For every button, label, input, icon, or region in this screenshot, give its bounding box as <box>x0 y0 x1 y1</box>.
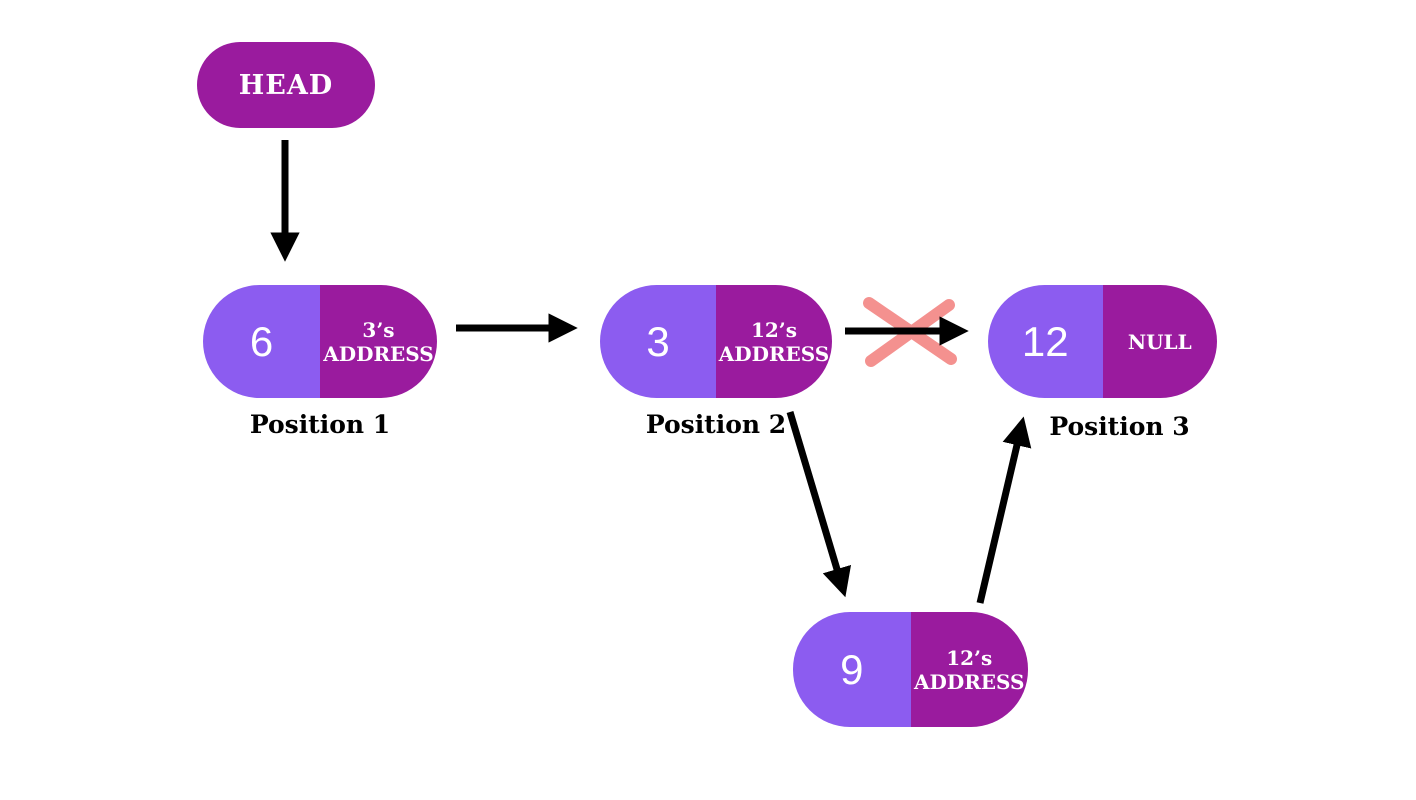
position-2-label: Position 2 <box>645 410 787 439</box>
node-1: 6 3’s ADDRESS <box>203 285 437 398</box>
new-node: 9 12’s ADDRESS <box>793 612 1028 727</box>
new-node-pointer-line1: 12’s <box>946 645 993 670</box>
node-3-pointer: NULL <box>1102 285 1217 398</box>
node-1-pointer: 3’s ADDRESS <box>320 285 437 398</box>
node-1-pointer-line1: 3’s <box>362 317 395 342</box>
node-2-value: 3 <box>600 285 716 398</box>
newnode-to-node3-arrow <box>976 416 1032 604</box>
node-3-value: 12 <box>988 285 1103 398</box>
position-3-label: Position 3 <box>1049 412 1190 441</box>
node-3-pointer-line1: NULL <box>1127 329 1192 354</box>
position-1-label: Position 1 <box>249 410 391 439</box>
node-1-value: 6 <box>203 285 320 398</box>
node-2: 3 12’s ADDRESS <box>600 285 832 398</box>
new-node-pointer-line2: ADDRESS <box>913 669 1025 694</box>
head-label: HEAD <box>238 69 334 101</box>
node-2-pointer-line1: 12’s <box>750 317 798 342</box>
head-pill: HEAD <box>197 42 375 128</box>
node-2-pointer-line2: ADDRESS <box>718 341 830 366</box>
node-3: 12 NULL <box>988 285 1217 398</box>
node-2-pointer: 12’s ADDRESS <box>716 285 832 398</box>
node-1-pointer-line2: ADDRESS <box>323 341 434 366</box>
broken-link-cross <box>863 297 957 367</box>
new-node-value: 9 <box>793 612 911 727</box>
new-node-pointer: 12’s ADDRESS <box>910 612 1028 727</box>
